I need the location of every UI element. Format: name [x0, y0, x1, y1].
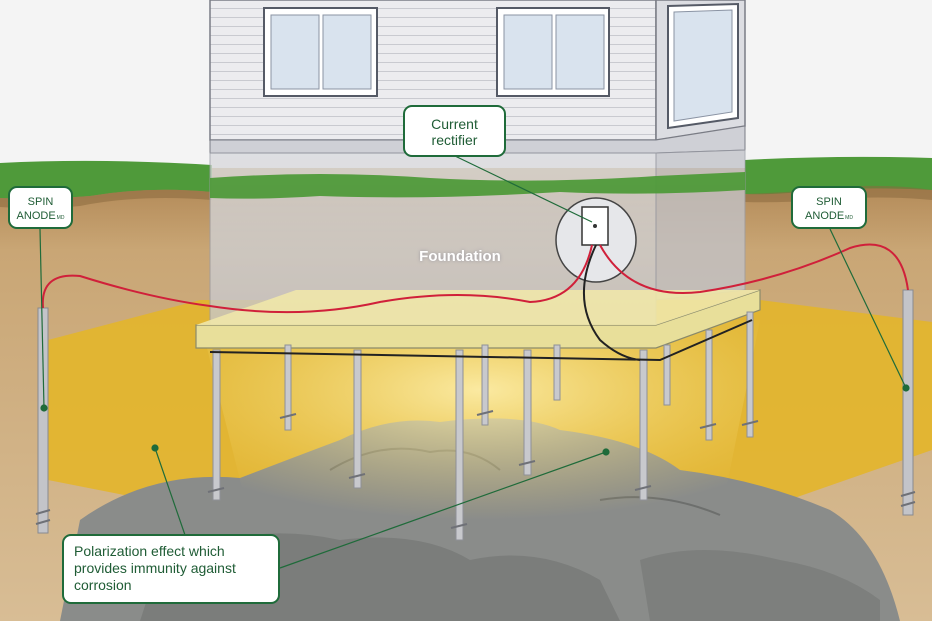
callout-line: rectifier: [431, 132, 478, 148]
spin-anode-right-callout: SPIN ANODEMD: [791, 186, 867, 229]
callout-line: SPIN: [27, 196, 54, 208]
callout-line: ANODEMD: [793, 209, 865, 225]
callout-line: ANODEMD: [10, 209, 71, 225]
callout-line: SPIN: [816, 196, 842, 208]
trademark-mark: MD: [845, 215, 853, 221]
foundation-label: Foundation: [419, 248, 501, 265]
red-wire-left: [41, 244, 593, 314]
spin-anode-left-callout: SPIN ANODEMD: [8, 186, 73, 229]
window-side: [667, 2, 739, 130]
callout-line: Current: [431, 116, 478, 132]
negative-cable: [582, 244, 641, 361]
foundation-side: [655, 149, 746, 301]
callout-word: ANODE: [16, 210, 56, 222]
helical-piles: [212, 311, 754, 541]
polarization-callout: Polarization effect which provides immun…: [62, 534, 280, 604]
window-center: [496, 7, 610, 97]
current-rectifier-callout: Current rectifier: [403, 105, 506, 157]
window-left: [263, 7, 378, 97]
callout-line: Polarization effect which: [74, 543, 225, 559]
bonding-cable: [209, 319, 753, 362]
protection-glow: [200, 320, 760, 520]
callout-line: corrosion: [74, 577, 132, 593]
callout-line: provides immunity against: [74, 560, 236, 576]
callout-word: ANODE: [805, 210, 845, 222]
spin-anode-right: [900, 289, 916, 516]
grass-right: [745, 156, 932, 195]
trademark-mark: MD: [56, 215, 65, 221]
red-wire-right: [599, 243, 909, 294]
